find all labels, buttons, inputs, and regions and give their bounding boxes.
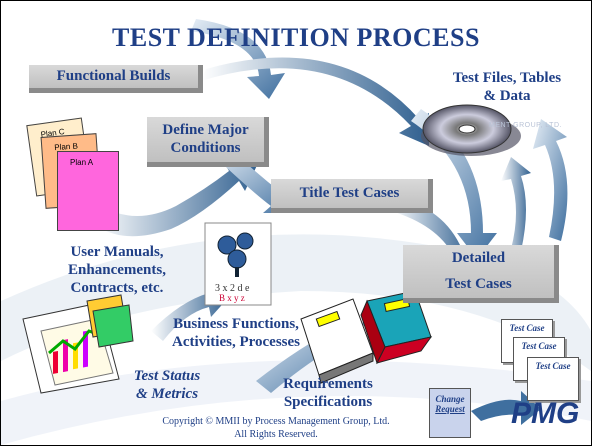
label-test-files-line2: & Data <box>483 88 531 104</box>
test-case-doc-2-label: Test Case <box>521 341 557 351</box>
label-user-manuals: User Manuals, Enhancements, Contracts, e… <box>57 243 177 297</box>
step-detailed-line2: Test Cases <box>445 275 512 292</box>
plan-a-document: Plan A <box>57 151 119 231</box>
label-business-functions: Business Functions, Activities, Processe… <box>161 315 311 351</box>
test-status-chart <box>22 294 134 394</box>
cd-hole <box>458 124 476 134</box>
label-requirements-line2: Specifications <box>283 394 373 410</box>
step-functional-builds: Functional Builds <box>29 65 203 93</box>
requirements-books <box>300 290 433 384</box>
arrow-top <box>191 19 285 99</box>
business-functions-image: 3 x 2 d e B x y z <box>204 222 272 306</box>
copyright-line1: Copyright © MMII by Process Management G… <box>162 416 390 427</box>
test-case-doc-3-label: Test Case <box>535 361 571 371</box>
svg-text:B x y z: B x y z <box>219 293 245 303</box>
bg-swoosh-2 <box>1 360 591 445</box>
step-title-test-cases: Title Test Cases <box>271 179 433 213</box>
watermark-text: MENT GROUP, LTD. <box>489 122 562 129</box>
arrow-up-right <box>533 119 568 241</box>
change-request-line1: Change <box>435 394 465 404</box>
step-define-line1: Define Major <box>162 122 249 139</box>
step-title-test-cases-label: Title Test Cases <box>299 184 400 201</box>
change-request-doc: Change Request <box>429 388 471 438</box>
svg-text:3 x 2 d e: 3 x 2 d e <box>215 283 250 294</box>
plan-a-label: Plan A <box>70 158 94 167</box>
change-request-line2: Request <box>435 404 465 415</box>
step-detailed-line1: Detailed <box>451 250 506 267</box>
label-requirements: Requirements Specifications <box>263 375 393 411</box>
label-test-status-line2: & Metrics <box>135 386 199 402</box>
label-test-status: Test Status & Metrics <box>119 367 215 403</box>
copyright-line2: All Rights Reserved. <box>234 428 318 440</box>
test-case-doc-3: Test Case <box>527 357 579 401</box>
label-test-status-line1: Test Status <box>133 368 201 384</box>
label-user-manuals-line3: Contracts, etc. <box>70 280 164 296</box>
label-requirements-line1: Requirements <box>283 376 373 392</box>
arrow-up-right-2 <box>501 157 531 251</box>
label-test-files-line1: Test Files, Tables <box>452 70 562 86</box>
label-business-line2: Activities, Processes <box>171 334 300 350</box>
label-business-line1: Business Functions, <box>173 316 299 332</box>
label-test-files: Test Files, Tables & Data <box>429 69 585 105</box>
label-user-manuals-line2: Enhancements, <box>68 262 166 278</box>
arrow-plans <box>93 161 259 237</box>
page-title: TEST DEFINITION PROCESS <box>112 23 480 52</box>
label-user-manuals-line1: User Manuals, <box>70 244 164 260</box>
pmg-logo: PMG <box>511 397 580 430</box>
step-detailed-test-cases: Detailed Test Cases <box>403 245 559 303</box>
test-case-doc-1-label: Test Case <box>509 323 545 333</box>
step-define-line2: Conditions <box>170 139 241 156</box>
step-functional-builds-label: Functional Builds <box>56 67 171 84</box>
copyright-footer: Copyright © MMII by Process Management G… <box>121 416 431 441</box>
arrow-bottom <box>471 391 541 425</box>
step-define-major-conditions: Define Major Conditions <box>147 117 269 167</box>
arrow-detailed <box>411 109 497 259</box>
arrow-functional <box>201 57 429 146</box>
